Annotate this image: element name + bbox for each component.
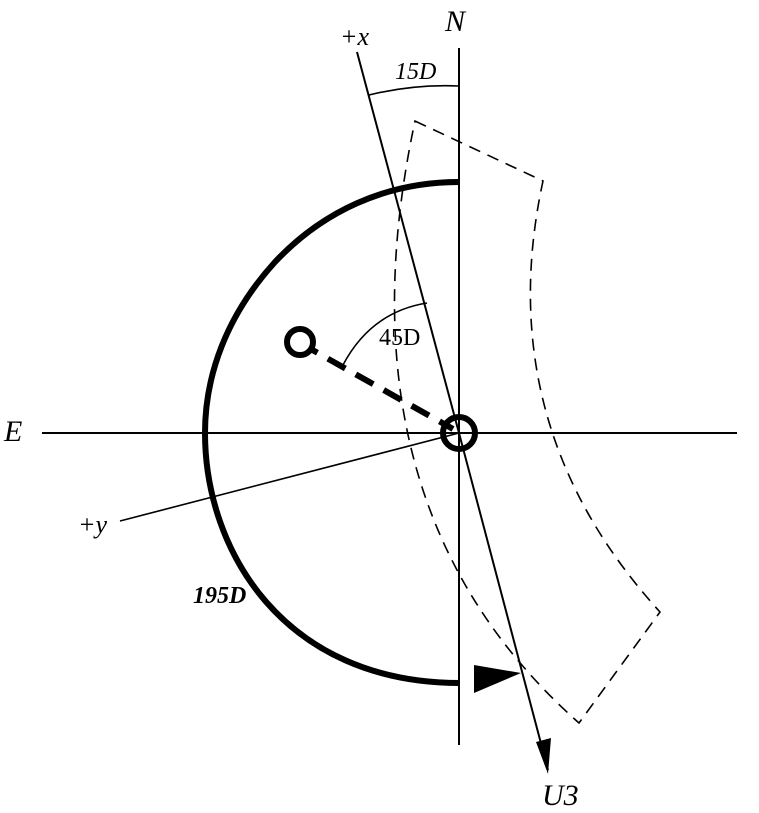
angle-195-label: 195D (193, 583, 246, 609)
u3-arrowhead (536, 738, 551, 774)
angle-45-arc (342, 302, 428, 366)
u3-label: U3 (542, 779, 579, 812)
north-label: N (444, 5, 467, 38)
plus-y-label: +y (78, 510, 108, 539)
plus-y-axis (119, 432, 460, 522)
plus-x-axis (356, 51, 460, 434)
origin-circle (440, 414, 478, 452)
angle-15-arc (368, 84, 460, 96)
offset-point-circle (284, 326, 316, 358)
rotation-195-arrowhead (474, 665, 521, 693)
angle-15-label: 15D (395, 59, 436, 85)
angle-45-label: 45D (379, 325, 420, 351)
dashed-radius (298, 340, 455, 432)
plus-x-label: +x (340, 22, 370, 51)
dashed-outline (393, 119, 662, 725)
u3-axis (458, 432, 549, 771)
east-label: E (3, 415, 22, 448)
rotation-195-arc (201, 179, 461, 686)
